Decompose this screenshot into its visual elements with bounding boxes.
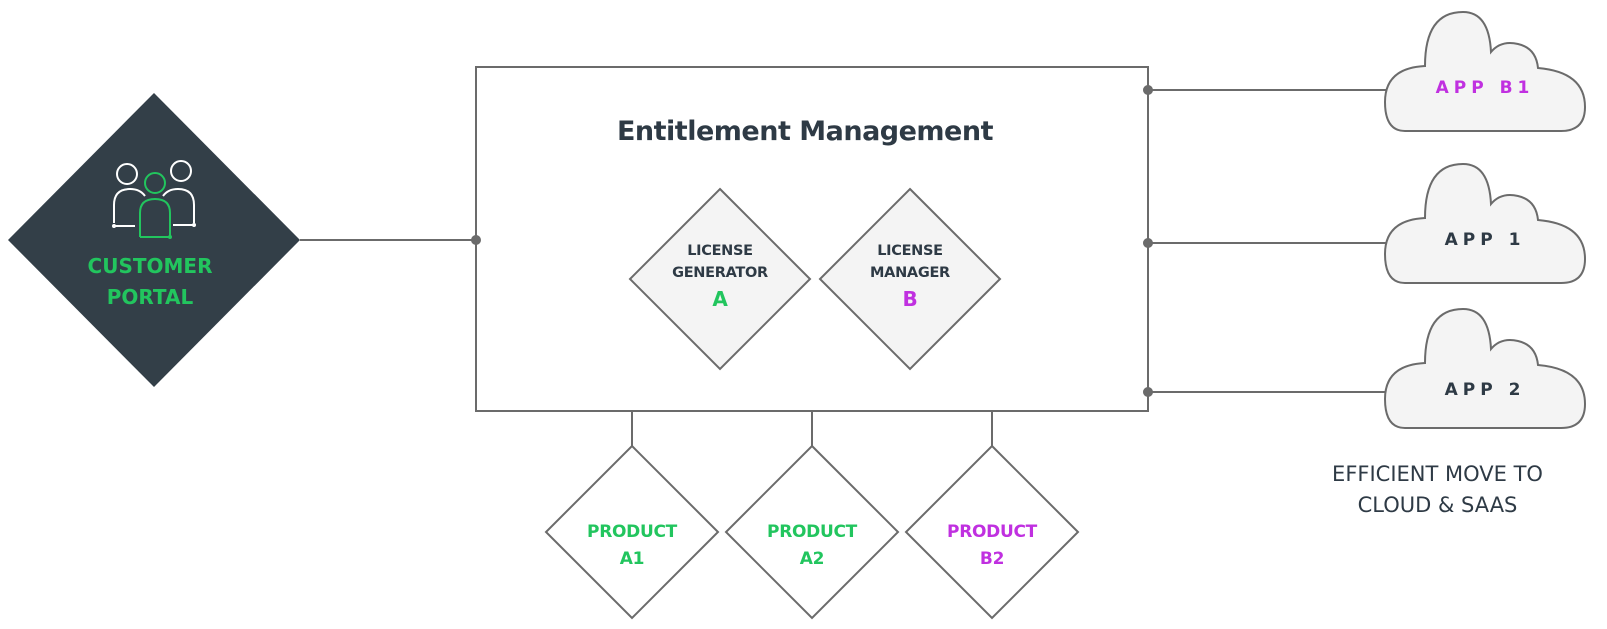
customer-portal-line2: PORTAL [106,285,194,309]
cloud-app-1[interactable] [1383,162,1587,284]
customer-portal-diamond[interactable] [8,93,300,387]
license-generator-label: LICENSE GENERATOR A [650,240,790,314]
license-generator-diamond[interactable] [628,187,812,371]
license-generator-line2: GENERATOR [672,265,768,281]
product-a1-line1: PRODUCT [587,522,677,542]
product-b2-label: PRODUCT B2 [922,519,1062,573]
customer-portal-line1: CUSTOMER [87,254,213,278]
app-2-label: APP 2 [1444,380,1526,400]
product-a2-label: PRODUCT A2 [742,519,882,573]
product-b2-diamond[interactable] [904,444,1080,620]
caption-line1: EFFICIENT MOVE TO [1332,462,1543,486]
customer-portal-label: CUSTOMER PORTAL [60,251,240,313]
product-a1-diamond[interactable] [544,444,720,620]
product-a2-diamond[interactable] [724,444,900,620]
product-a2-line2: A2 [799,549,825,569]
people-group-icon [112,160,196,239]
product-b2-line2: B2 [979,549,1005,569]
license-manager-line2: MANAGER [870,265,950,281]
caption-line2: CLOUD & SAAS [1357,493,1518,517]
product-a1-line2: A1 [619,549,645,569]
license-manager-line1: LICENSE [877,243,943,259]
license-manager-label: LICENSE MANAGER B [840,240,980,314]
product-a1-label: PRODUCT A1 [562,519,702,573]
license-generator-line1: LICENSE [687,243,753,259]
product-a2-line1: PRODUCT [767,522,857,542]
entitlement-management-box[interactable] [475,66,1149,412]
app-b1-label: APP B1 [1435,78,1535,98]
license-manager-diamond[interactable] [818,187,1002,371]
product-b2-line1: PRODUCT [947,522,1037,542]
cloud-app-2[interactable] [1383,307,1587,429]
license-manager-letter: B [902,287,918,311]
cloud-saas-caption: EFFICIENT MOVE TO CLOUD & SAAS [1310,459,1565,521]
license-generator-letter: A [712,287,728,311]
cloud-app-b1[interactable] [1383,10,1587,132]
entitlement-management-title: Entitlement Management [616,116,994,147]
app-1-label: APP 1 [1444,230,1526,250]
